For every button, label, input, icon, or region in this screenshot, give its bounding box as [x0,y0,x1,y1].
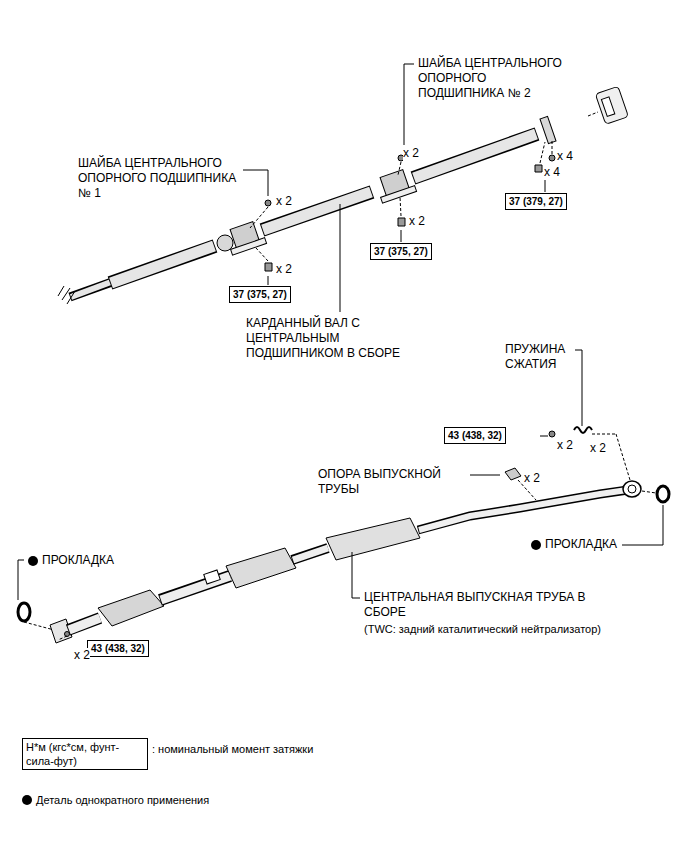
part-label: ШАЙБА ЦЕНТРАЛЬНОГО ОПОРНОГО ПОДШИПНИКА №… [78,156,243,201]
quantity-label: x 2 [74,648,90,663]
label-text: (TWC: задний каталитический нейтрализато… [364,623,601,635]
quantity-label: x 4 [544,165,560,180]
leader-lines [18,350,663,600]
label-text: x 2 [74,648,90,662]
part-label: КАРДАННЫЙ ВАЛ С ЦЕНТРАЛЬНЫМ ПОДШИПНИКОМ … [246,316,422,361]
part-label: ПРОКЛАДКА [545,537,617,552]
quantity-label: x 2 [276,194,292,209]
label-text: x 2 [524,471,540,485]
label-text: x 2 [403,146,419,160]
legend-entry: Деталь однократного применения [36,793,209,807]
leader-lines [240,64,545,312]
label-text: ШАЙБА ЦЕНТРАЛЬНОГО ОПОРНОГО ПОДШИПНИКА №… [418,56,562,100]
part-label: ПРОКЛАДКА [42,553,114,568]
torque-value: 43 (438, 32) [91,643,145,654]
torque-box: 43 (438, 32) [87,640,149,657]
label-text: ЦЕНТРАЛЬНАЯ ВЫПУСКНАЯ ТРУБА В СБОРЕ [364,590,586,619]
label-text: x 2 [557,438,573,452]
label-text: x 2 [590,441,606,455]
single-use-dot [22,540,541,805]
quantity-label: x 2 [557,438,573,453]
torque-box: 37 (375, 27) [229,286,291,303]
label-text: ПРОКЛАДКА [42,553,114,567]
torque-value: 37 (379, 27) [509,196,563,207]
quantity-label: x 4 [557,149,573,164]
torque-box: 37 (375, 27) [370,243,432,260]
quantity-label: x 2 [409,214,425,229]
legend-entry: : номинальный момент затяжки [152,742,313,756]
label-text: x 2 [409,214,425,228]
quantity-label: x 2 [403,146,419,161]
torque-value: Н*м (кгс*см, фунт-сила-фут) [26,741,119,767]
torque-value: 43 (438, 32) [448,430,502,441]
exhaust-pipe [18,427,669,643]
torque-box: 43 (438, 32) [444,427,506,444]
propeller-shaft [58,86,628,304]
quantity-label: x 2 [276,262,292,277]
legend-text: : номинальный момент затяжки [152,743,313,755]
label-text: ОПОРА ВЫПУСКНОЙ ТРУБЫ [318,467,441,496]
label-text: x 2 [276,194,292,208]
part-label: (TWC: задний каталитический нейтрализато… [364,622,614,636]
label-text: x 4 [544,165,560,179]
part-label: ЦЕНТРАЛЬНАЯ ВЫПУСКНАЯ ТРУБА В СБОРЕ [364,590,604,620]
label-text: x 4 [557,149,573,163]
torque-value: 37 (375, 27) [233,289,287,300]
quantity-label: x 2 [524,471,540,486]
quantity-label: x 2 [590,441,606,456]
legend-text: Деталь однократного применения [36,794,209,806]
label-text: x 2 [276,262,292,276]
torque-value: 37 (375, 27) [374,246,428,257]
label-text: ПРУЖИНА СЖАТИЯ [505,342,565,371]
torque-box: 37 (379, 27) [505,193,567,210]
part-label: ШАЙБА ЦЕНТРАЛЬНОГО ОПОРНОГО ПОДШИПНИКА №… [418,56,568,101]
label-text: КАРДАННЫЙ ВАЛ С ЦЕНТРАЛЬНЫМ ПОДШИПНИКОМ … [246,316,400,360]
part-label: ОПОРА ВЫПУСКНОЙ ТРУБЫ [318,467,468,497]
label-text: ШАЙБА ЦЕНТРАЛЬНОГО ОПОРНОГО ПОДШИПНИКА №… [78,156,236,200]
torque-box: Н*м (кгс*см, фунт-сила-фут) [22,738,148,770]
part-label: ПРУЖИНА СЖАТИЯ [505,342,575,372]
label-text: ПРОКЛАДКА [545,537,617,551]
